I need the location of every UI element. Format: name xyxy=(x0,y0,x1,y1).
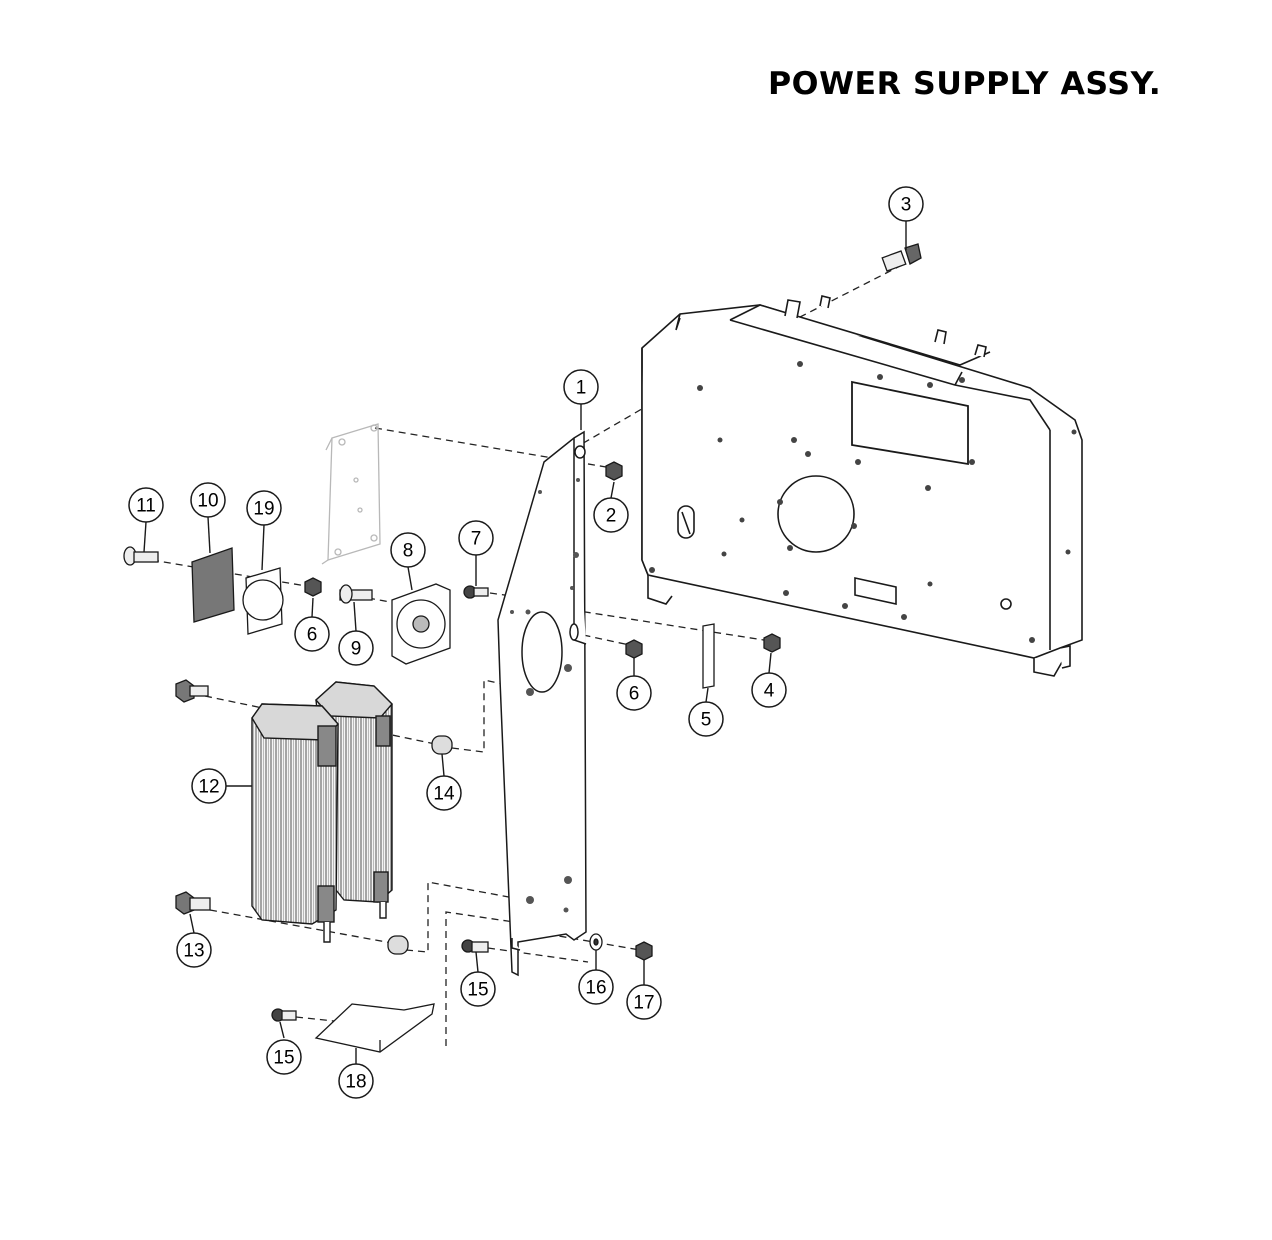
callout-6b-circle xyxy=(294,616,330,652)
callout-19-circle xyxy=(246,490,282,526)
ghost-mounting-plate xyxy=(321,423,381,565)
callout-4-circle xyxy=(751,672,787,708)
callout-6b-label: 6 xyxy=(307,625,318,646)
chassis-screws xyxy=(649,361,1077,643)
callout-16-circle xyxy=(578,969,614,1005)
callout-17-circle xyxy=(626,984,662,1020)
callout-3-label: 3 xyxy=(901,195,912,216)
callout-3-circle xyxy=(888,186,924,222)
callout-15b-label: 15 xyxy=(273,1048,294,1069)
callout-5-label: 5 xyxy=(701,710,712,731)
callout-12-circle xyxy=(191,768,227,804)
callout-1-label: 1 xyxy=(576,378,587,399)
callout-leaders xyxy=(143,221,907,1064)
callout-10-circle xyxy=(190,482,226,518)
callout-6a-circle xyxy=(616,675,652,711)
callout-9-label: 9 xyxy=(351,639,362,660)
callout-10-label: 10 xyxy=(197,491,218,512)
callout-13-circle xyxy=(176,932,212,968)
callout-14-label: 14 xyxy=(433,784,455,805)
callout-8-label: 8 xyxy=(403,541,414,562)
callout-18-label: 18 xyxy=(345,1072,366,1093)
callout-7-circle xyxy=(458,520,494,556)
callout-11-label: 11 xyxy=(136,496,156,517)
callout-11-circle xyxy=(128,487,164,523)
callout-6a-label: 6 xyxy=(629,684,640,705)
callout-9-circle xyxy=(338,630,374,666)
power-supply-chassis xyxy=(641,295,1083,677)
callout-18-circle xyxy=(338,1063,374,1099)
callout-2-label: 2 xyxy=(606,506,617,527)
callout-19-label: 19 xyxy=(253,499,274,520)
mounting-bracket xyxy=(497,430,587,977)
callout-labels: 1 2 3 4 5 6 6 7 8 9 10 11 12 13 14 15 15… xyxy=(136,195,911,1093)
callout-1-circle xyxy=(563,369,599,405)
callout-2-circle xyxy=(593,497,629,533)
diagram-title: POWER SUPPLY ASSY. xyxy=(768,66,1162,102)
hardware-parts xyxy=(123,243,922,1053)
callout-14-circle xyxy=(426,775,462,811)
inductor-coils xyxy=(251,681,393,943)
callout-5-circle xyxy=(688,701,724,737)
callout-7-label: 7 xyxy=(471,529,482,550)
callout-8-circle xyxy=(390,532,426,568)
bracket-hardware xyxy=(510,478,580,913)
callout-12-label: 12 xyxy=(198,777,219,798)
callout-4-label: 4 xyxy=(764,681,775,702)
callout-16-label: 16 xyxy=(585,978,606,999)
callout-17-label: 17 xyxy=(633,993,654,1014)
callout-15a-label: 15 xyxy=(467,980,488,1001)
callout-15a-circle xyxy=(460,971,496,1007)
callout-15b-circle xyxy=(266,1039,302,1075)
callout-badges xyxy=(128,186,924,1099)
callout-13-label: 13 xyxy=(183,941,204,962)
